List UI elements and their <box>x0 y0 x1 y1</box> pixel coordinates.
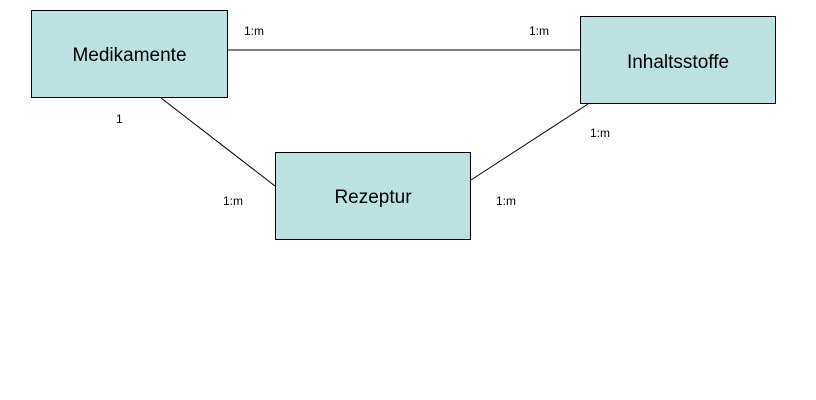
entity-rezeptur[interactable]: Rezeptur <box>275 152 471 240</box>
relation-line-medikamente-rezeptur <box>160 97 276 187</box>
relation-line-rezeptur-inhaltsstoffe <box>470 103 589 181</box>
entity-label-rezeptur: Rezeptur <box>334 187 412 208</box>
cardinality-medikamente-inhaltsstoffe-to: 1:m <box>529 24 549 38</box>
cardinality-medikamente-inhaltsstoffe-from: 1:m <box>244 24 264 38</box>
entity-box-inhaltsstoffe <box>580 16 776 104</box>
entity-label-medikamente: Medikamente <box>72 45 186 66</box>
cardinality-rezeptur-inhaltsstoffe-to: 1:m <box>590 126 610 140</box>
entity-label-inhaltsstoffe: Inhaltsstoffe <box>627 52 729 73</box>
cardinality-medikamente-rezeptur-from: 1 <box>116 112 123 126</box>
cardinality-medikamente-rezeptur-to: 1:m <box>223 194 243 208</box>
entity-box-rezeptur <box>275 152 471 240</box>
entity-inhaltsstoffe[interactable]: Inhaltsstoffe <box>580 16 776 104</box>
cardinality-rezeptur-inhaltsstoffe-from: 1:m <box>496 194 516 208</box>
entity-medikamente[interactable]: Medikamente <box>31 10 228 98</box>
entity-box-medikamente <box>31 10 228 98</box>
